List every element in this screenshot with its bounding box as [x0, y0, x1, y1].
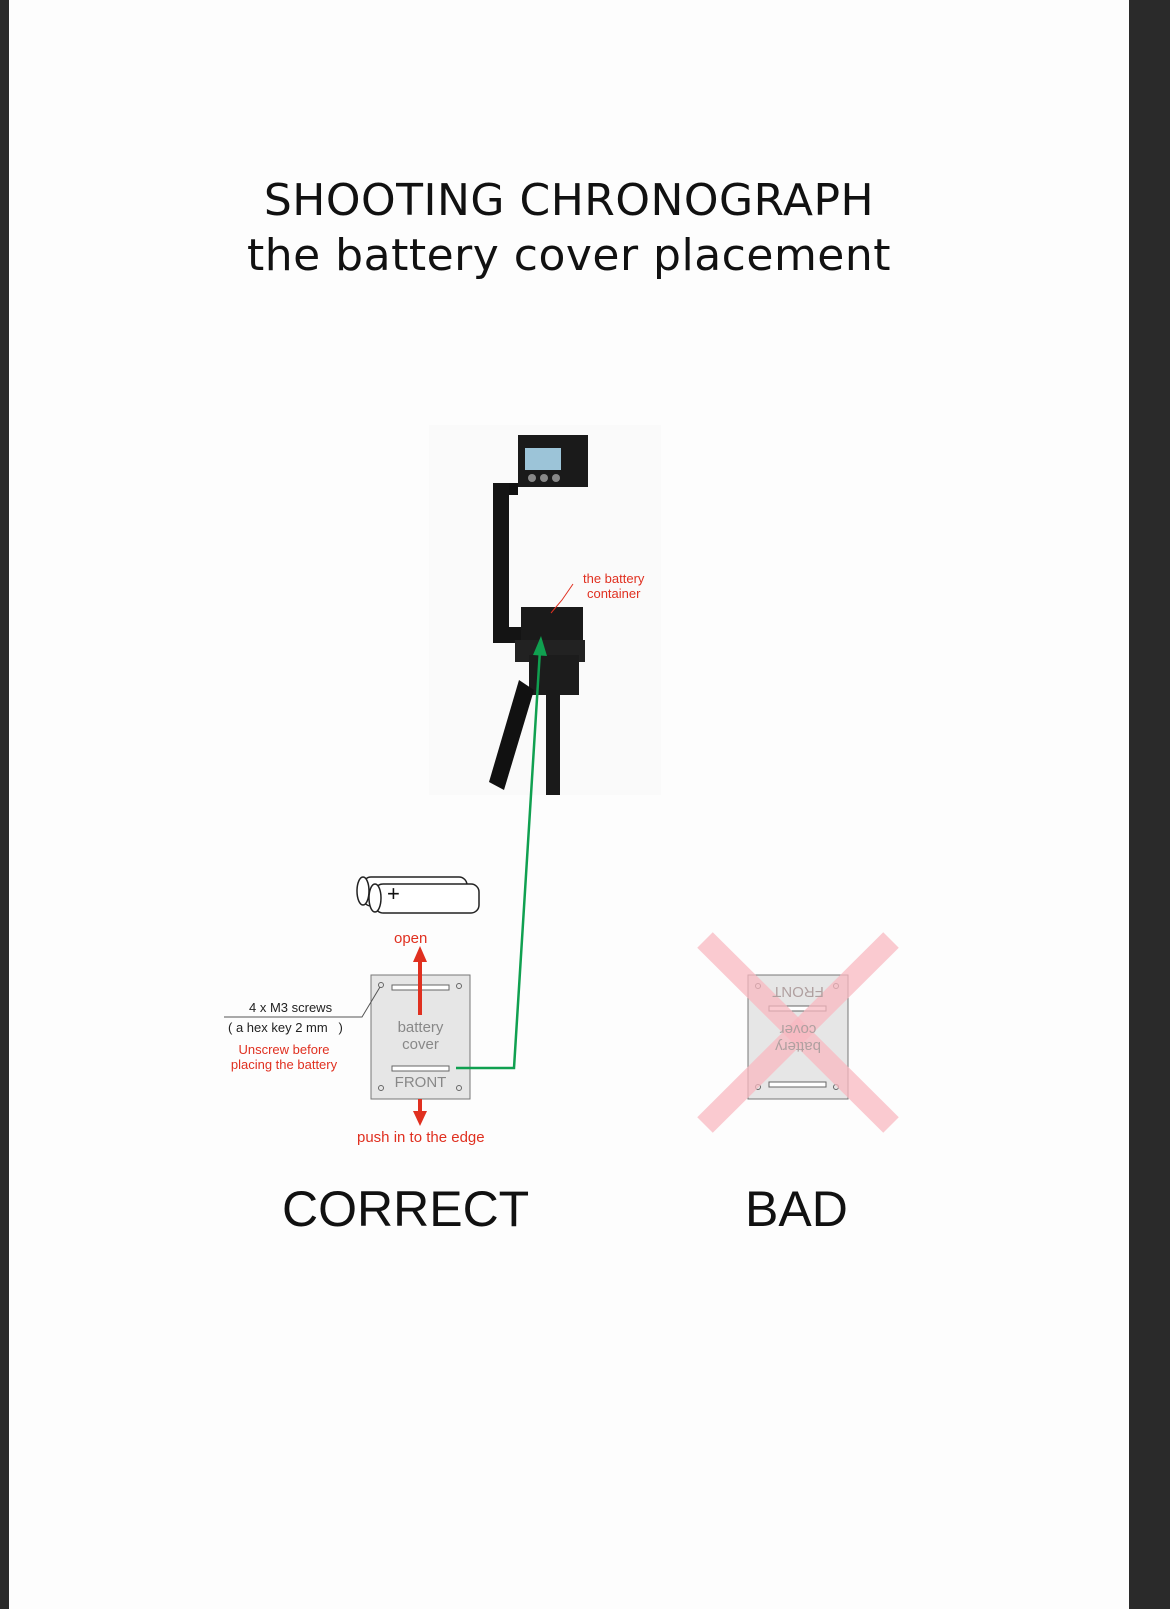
battery-container-label-1: the battery — [583, 571, 645, 586]
battery-container-label-2: container — [586, 586, 641, 601]
bad-front-label: FRONT — [772, 983, 824, 1000]
open-arrow — [413, 946, 427, 1015]
illustration — [224, 425, 899, 1133]
cover-label-2: cover — [402, 1036, 439, 1053]
bad-label: BAD — [745, 1181, 848, 1237]
bad-cover-label-1: battery — [775, 1038, 821, 1055]
push-arrow — [413, 1099, 427, 1126]
unscrew-note-1: Unscrew before — [238, 1042, 330, 1057]
chronograph-photo — [429, 425, 661, 795]
battery-icon — [356, 876, 480, 914]
document-page: SHOOTING CHRONOGRAPH the battery cover p… — [9, 0, 1129, 1609]
correct-label: CORRECT — [282, 1181, 530, 1237]
title-line-1: SHOOTING CHRONOGRAPH — [263, 175, 875, 226]
hex-key-label: ( a hex key 2 mm ) — [228, 1020, 343, 1035]
bad-cover-label-2: cover — [779, 1021, 817, 1038]
bad-cross-icon — [697, 932, 899, 1133]
cover-label-1: battery — [397, 1019, 444, 1036]
unscrew-note-2: placing the battery — [230, 1057, 338, 1072]
front-label: FRONT — [394, 1074, 447, 1091]
open-label: open — [394, 930, 428, 947]
battery-plus: + — [387, 881, 400, 906]
green-pointer-arrow — [456, 636, 547, 1070]
push-label: push in to the edge — [357, 1129, 485, 1146]
screws-label: 4 x M3 screws — [249, 1000, 333, 1015]
title-line-2: the battery cover placement — [246, 230, 892, 281]
